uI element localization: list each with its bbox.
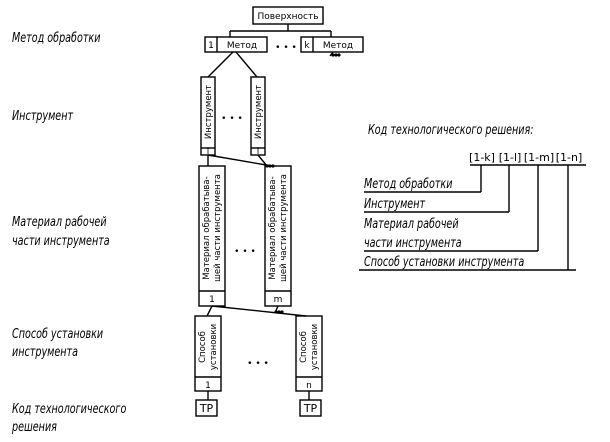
legend-row-method: Метод обработки bbox=[364, 177, 453, 192]
tool-last-label: Инструмент bbox=[254, 85, 264, 139]
material-first-label-1: Материал обрабатыва- bbox=[202, 176, 212, 279]
material-last-index: m bbox=[274, 295, 283, 305]
material-first-label-2: шей части инструмента bbox=[213, 174, 223, 282]
legend-row-tool: Инструмент bbox=[364, 197, 426, 212]
legend-segment-k: [1-k] bbox=[469, 151, 495, 164]
material-first-index: 1 bbox=[209, 295, 215, 305]
level-label-tool: Инструмент bbox=[12, 109, 74, 124]
level-label-mounting-1: Способ установки bbox=[12, 327, 104, 342]
level-label-material-1: Материал рабочей bbox=[12, 215, 107, 230]
mounting-last-label-2: установки bbox=[310, 324, 320, 370]
material-ellipsis: • • • bbox=[234, 247, 256, 257]
result-node-first bbox=[195, 399, 218, 417]
tool-first-label: Инструмент bbox=[204, 85, 214, 139]
mounting-last-label-1: Способ bbox=[299, 331, 309, 363]
result-first-label: ТР bbox=[199, 402, 214, 415]
method-last-label: Метод bbox=[323, 41, 353, 51]
level-label-mounting-2: инструмента bbox=[12, 345, 78, 360]
method-ellipsis: • • • bbox=[275, 43, 297, 53]
method-last-index: k bbox=[304, 41, 310, 51]
legend-segment-n: [1-n] bbox=[556, 151, 583, 164]
tool-first-index: l bbox=[207, 147, 210, 157]
mounting-first-index: 1 bbox=[205, 381, 211, 391]
legend-segment-m: [1-m] bbox=[524, 151, 554, 164]
result-last-label: ТР bbox=[303, 402, 318, 415]
material-last-label-1: Материал обрабатыва- bbox=[268, 176, 278, 279]
legend-segment-l: [1-l] bbox=[499, 151, 522, 164]
legend-row-material-2: части инструмента bbox=[364, 236, 462, 251]
root-label: Поверхность bbox=[257, 12, 318, 22]
legend-title: Код технологического решения: bbox=[368, 123, 534, 138]
method-node-last bbox=[300, 36, 364, 53]
level-label-material-2: части инструмента bbox=[12, 234, 110, 249]
result-node-last bbox=[299, 399, 322, 417]
tool-last-index: l bbox=[257, 147, 260, 157]
legend-row-mounting: Способ установки инструмента bbox=[364, 255, 525, 270]
level-label-method: Метод обработки bbox=[12, 31, 101, 46]
level-label-code-2: решения bbox=[12, 420, 57, 435]
mounting-first-label-1: Способ bbox=[198, 331, 208, 363]
mounting-last-index: n bbox=[306, 381, 312, 391]
legend-row-material-1: Материал рабочей bbox=[364, 217, 459, 232]
method-first-label: Метод bbox=[227, 41, 257, 51]
mounting-ellipsis: • • • bbox=[247, 359, 269, 369]
method-first-index: 1 bbox=[208, 41, 214, 51]
material-last-label-2: шей части инструмента bbox=[279, 174, 289, 282]
level-label-code-1: Код технологического bbox=[12, 402, 127, 417]
mounting-first-label-2: установки bbox=[209, 324, 219, 370]
tool-ellipsis: • • • bbox=[221, 114, 243, 124]
